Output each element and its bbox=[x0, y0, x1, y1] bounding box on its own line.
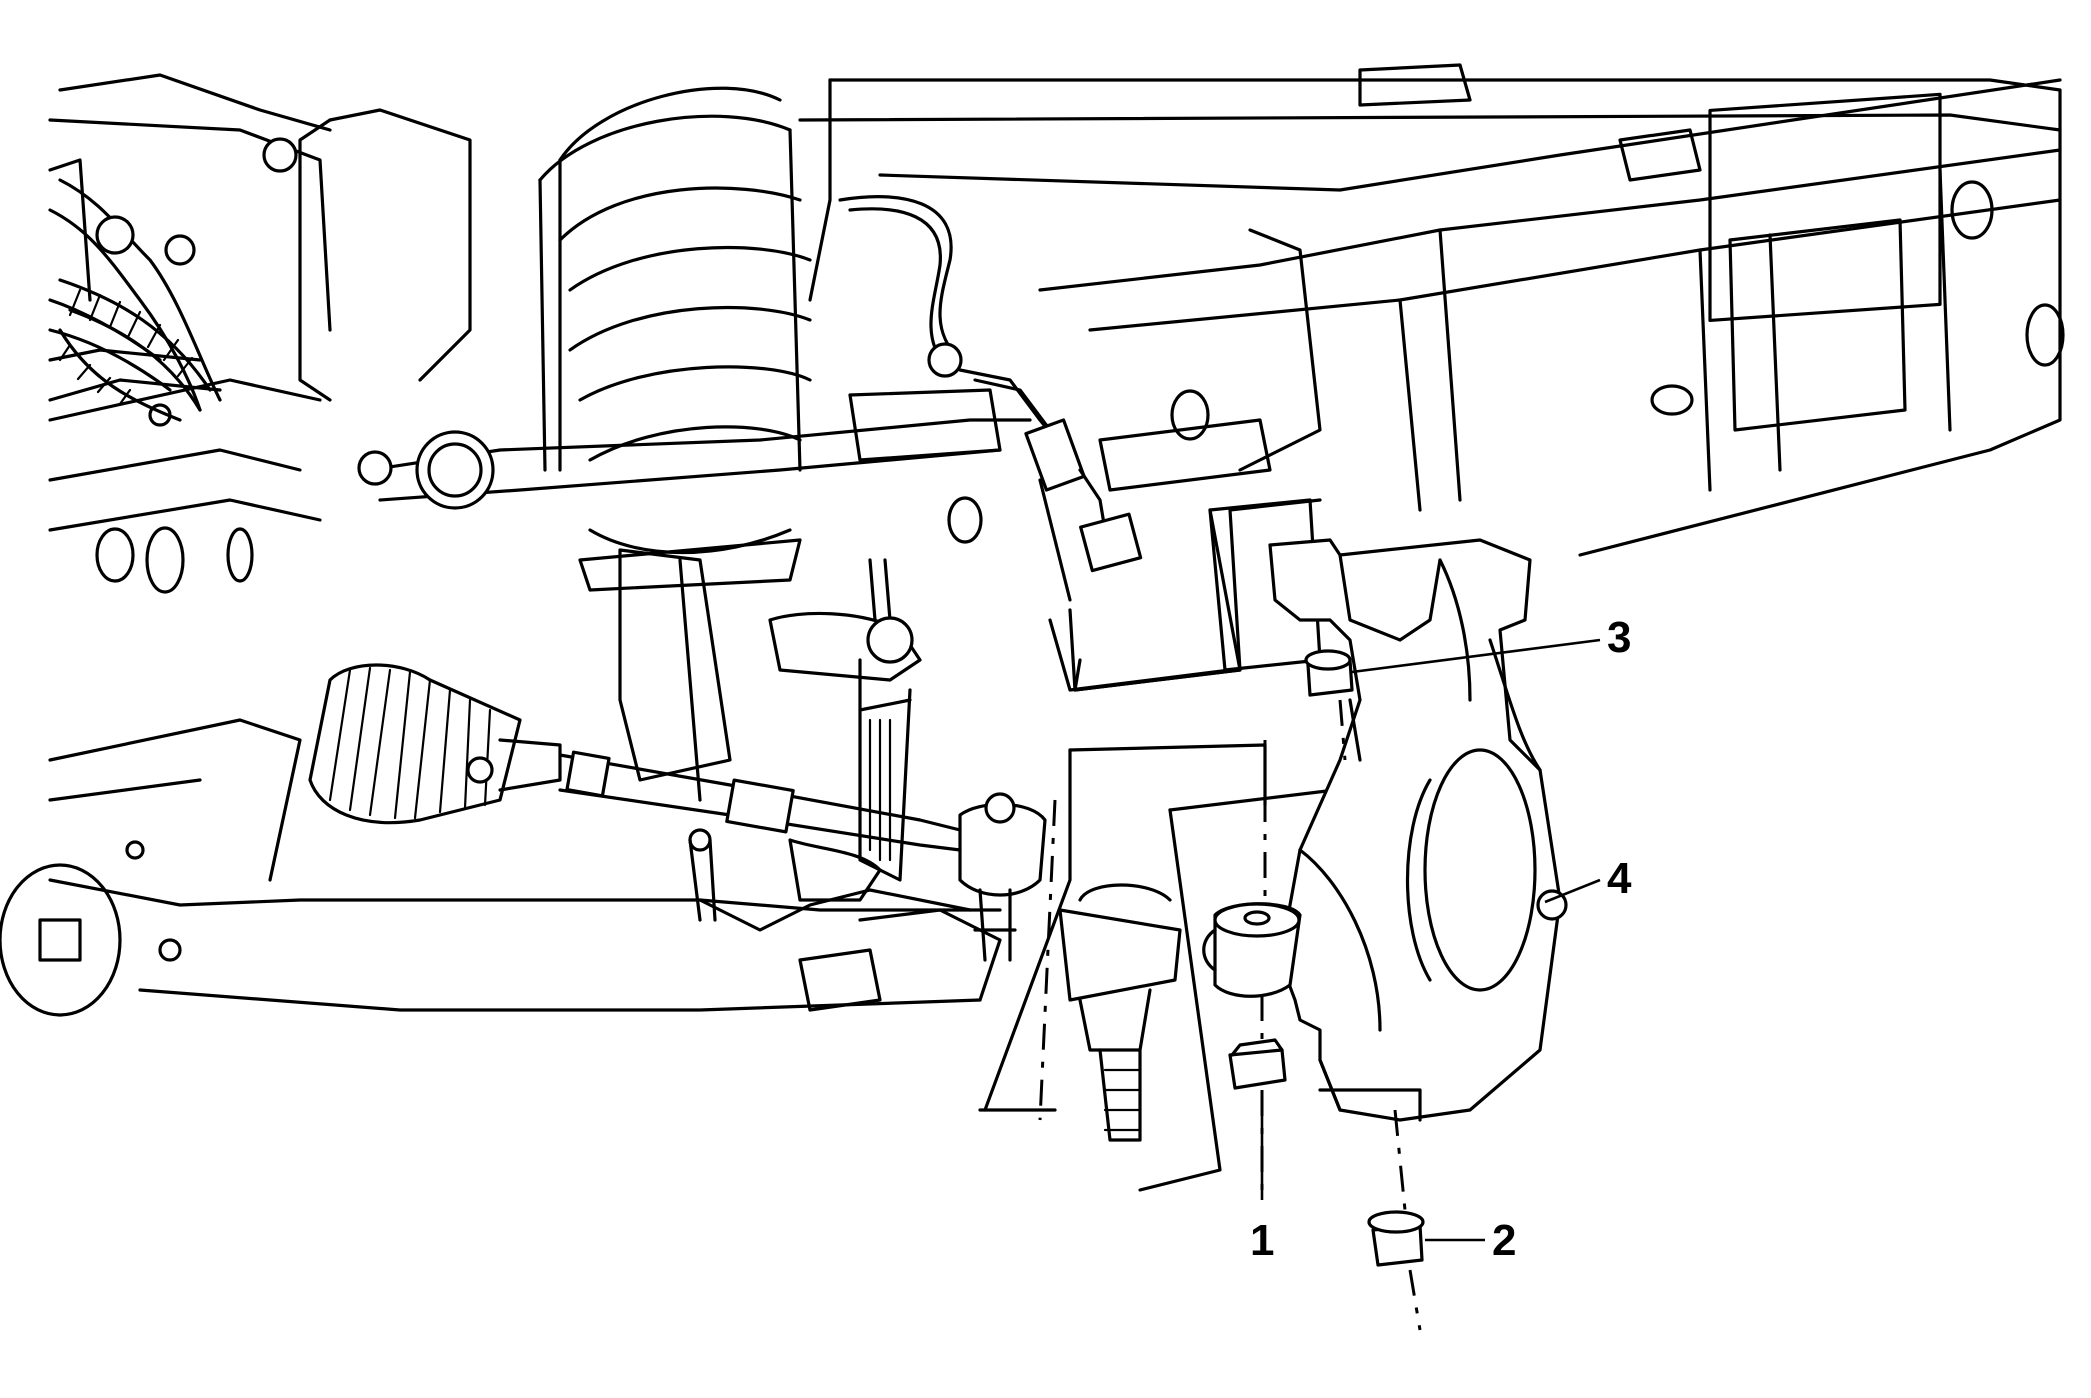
outer-tie-rod bbox=[558, 750, 1047, 962]
detail-frames bbox=[978, 508, 1342, 1192]
nut-1 bbox=[1228, 1038, 1287, 1090]
steering-knuckle bbox=[1268, 538, 1568, 1122]
leader-3 bbox=[1351, 638, 1601, 674]
callout-1: 1 bbox=[1250, 1216, 1274, 1265]
left-chassis bbox=[48, 73, 332, 594]
upper-control-arm bbox=[357, 388, 1032, 592]
tie-rod-boot bbox=[308, 663, 562, 825]
lower-control-arm bbox=[0, 718, 1002, 1017]
frame-crossmember bbox=[798, 63, 2065, 557]
coil-spring bbox=[298, 86, 812, 472]
lower-ball-joint bbox=[1058, 883, 1182, 1142]
abs-sensor-harness bbox=[808, 78, 1143, 602]
callout-3: 3 bbox=[1607, 613, 1631, 662]
callout-4: 4 bbox=[1607, 854, 1632, 903]
nut-3 bbox=[1304, 649, 1354, 697]
nut-2 bbox=[1367, 1210, 1425, 1267]
callout-2: 2 bbox=[1492, 1216, 1516, 1265]
leader-4 bbox=[1544, 878, 1601, 904]
callout-leaders bbox=[1260, 638, 1601, 1242]
knuckle-bushing bbox=[1202, 902, 1302, 998]
